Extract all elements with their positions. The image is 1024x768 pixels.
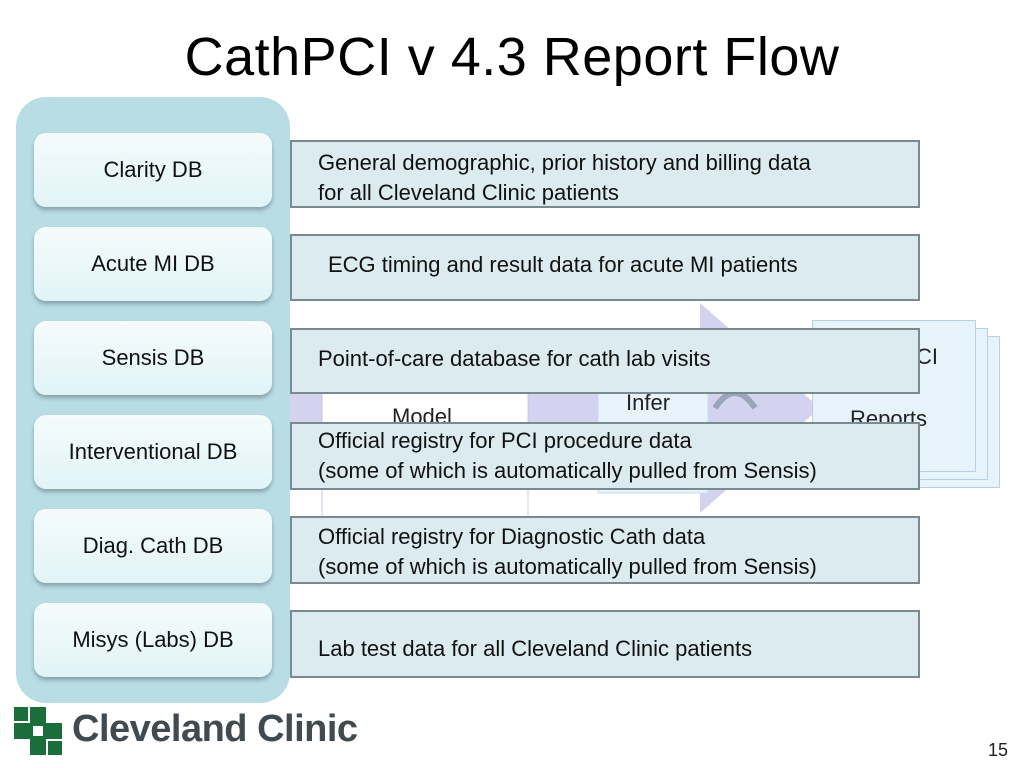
db-box-sensis: Sensis DB: [34, 321, 272, 395]
description-line: Official registry for PCI procedure data: [318, 428, 692, 453]
description-line: for all Cleveland Clinic patients: [318, 180, 619, 205]
description-clarity: General demographic, prior history and b…: [290, 140, 920, 208]
description-diag-cath: Official registry for Diagnostic Cath da…: [290, 516, 920, 584]
description-misys: Lab test data for all Cleveland Clinic p…: [290, 610, 920, 678]
description-line: General demographic, prior history and b…: [318, 150, 811, 175]
db-label: Sensis DB: [101, 345, 205, 370]
db-box-clarity: Clarity DB: [34, 133, 272, 207]
page-number: 15: [988, 740, 1009, 760]
db-box-misys: Misys (Labs) DB: [34, 603, 272, 677]
infer-label: Infer: [626, 390, 671, 415]
db-label: Diag. Cath DB: [82, 533, 224, 558]
db-box-interventional: Interventional DB: [34, 415, 272, 489]
description-line: (some of which is automatically pulled f…: [318, 458, 817, 483]
logo-text: Cleveland Clinic: [72, 708, 358, 750]
description-line: Official registry for Diagnostic Cath da…: [318, 524, 706, 549]
description-interventional: Official registry for PCI procedure data…: [290, 422, 920, 490]
reports-partial-label: CI: [916, 344, 938, 369]
slide-title: CathPCI v 4.3 Report Flow: [184, 27, 840, 87]
db-box-acute-mi: Acute MI DB: [34, 227, 272, 301]
description-line: (some of which is automatically pulled f…: [318, 554, 817, 579]
description-acute-mi: ECG timing and result data for acute MI …: [290, 234, 920, 301]
description-sensis: Point-of-care database for cath lab visi…: [290, 328, 920, 394]
db-label: Clarity DB: [103, 157, 203, 182]
cleveland-clinic-logo-icon: [14, 707, 62, 755]
db-label: Acute MI DB: [91, 251, 215, 276]
db-box-diag-cath: Diag. Cath DB: [34, 509, 272, 583]
description-line: Point-of-care database for cath lab visi…: [318, 346, 711, 371]
db-label: Misys (Labs) DB: [72, 627, 234, 652]
description-line: ECG timing and result data for acute MI …: [328, 252, 798, 277]
db-label: Interventional DB: [68, 439, 238, 464]
description-line: Lab test data for all Cleveland Clinic p…: [318, 636, 753, 661]
